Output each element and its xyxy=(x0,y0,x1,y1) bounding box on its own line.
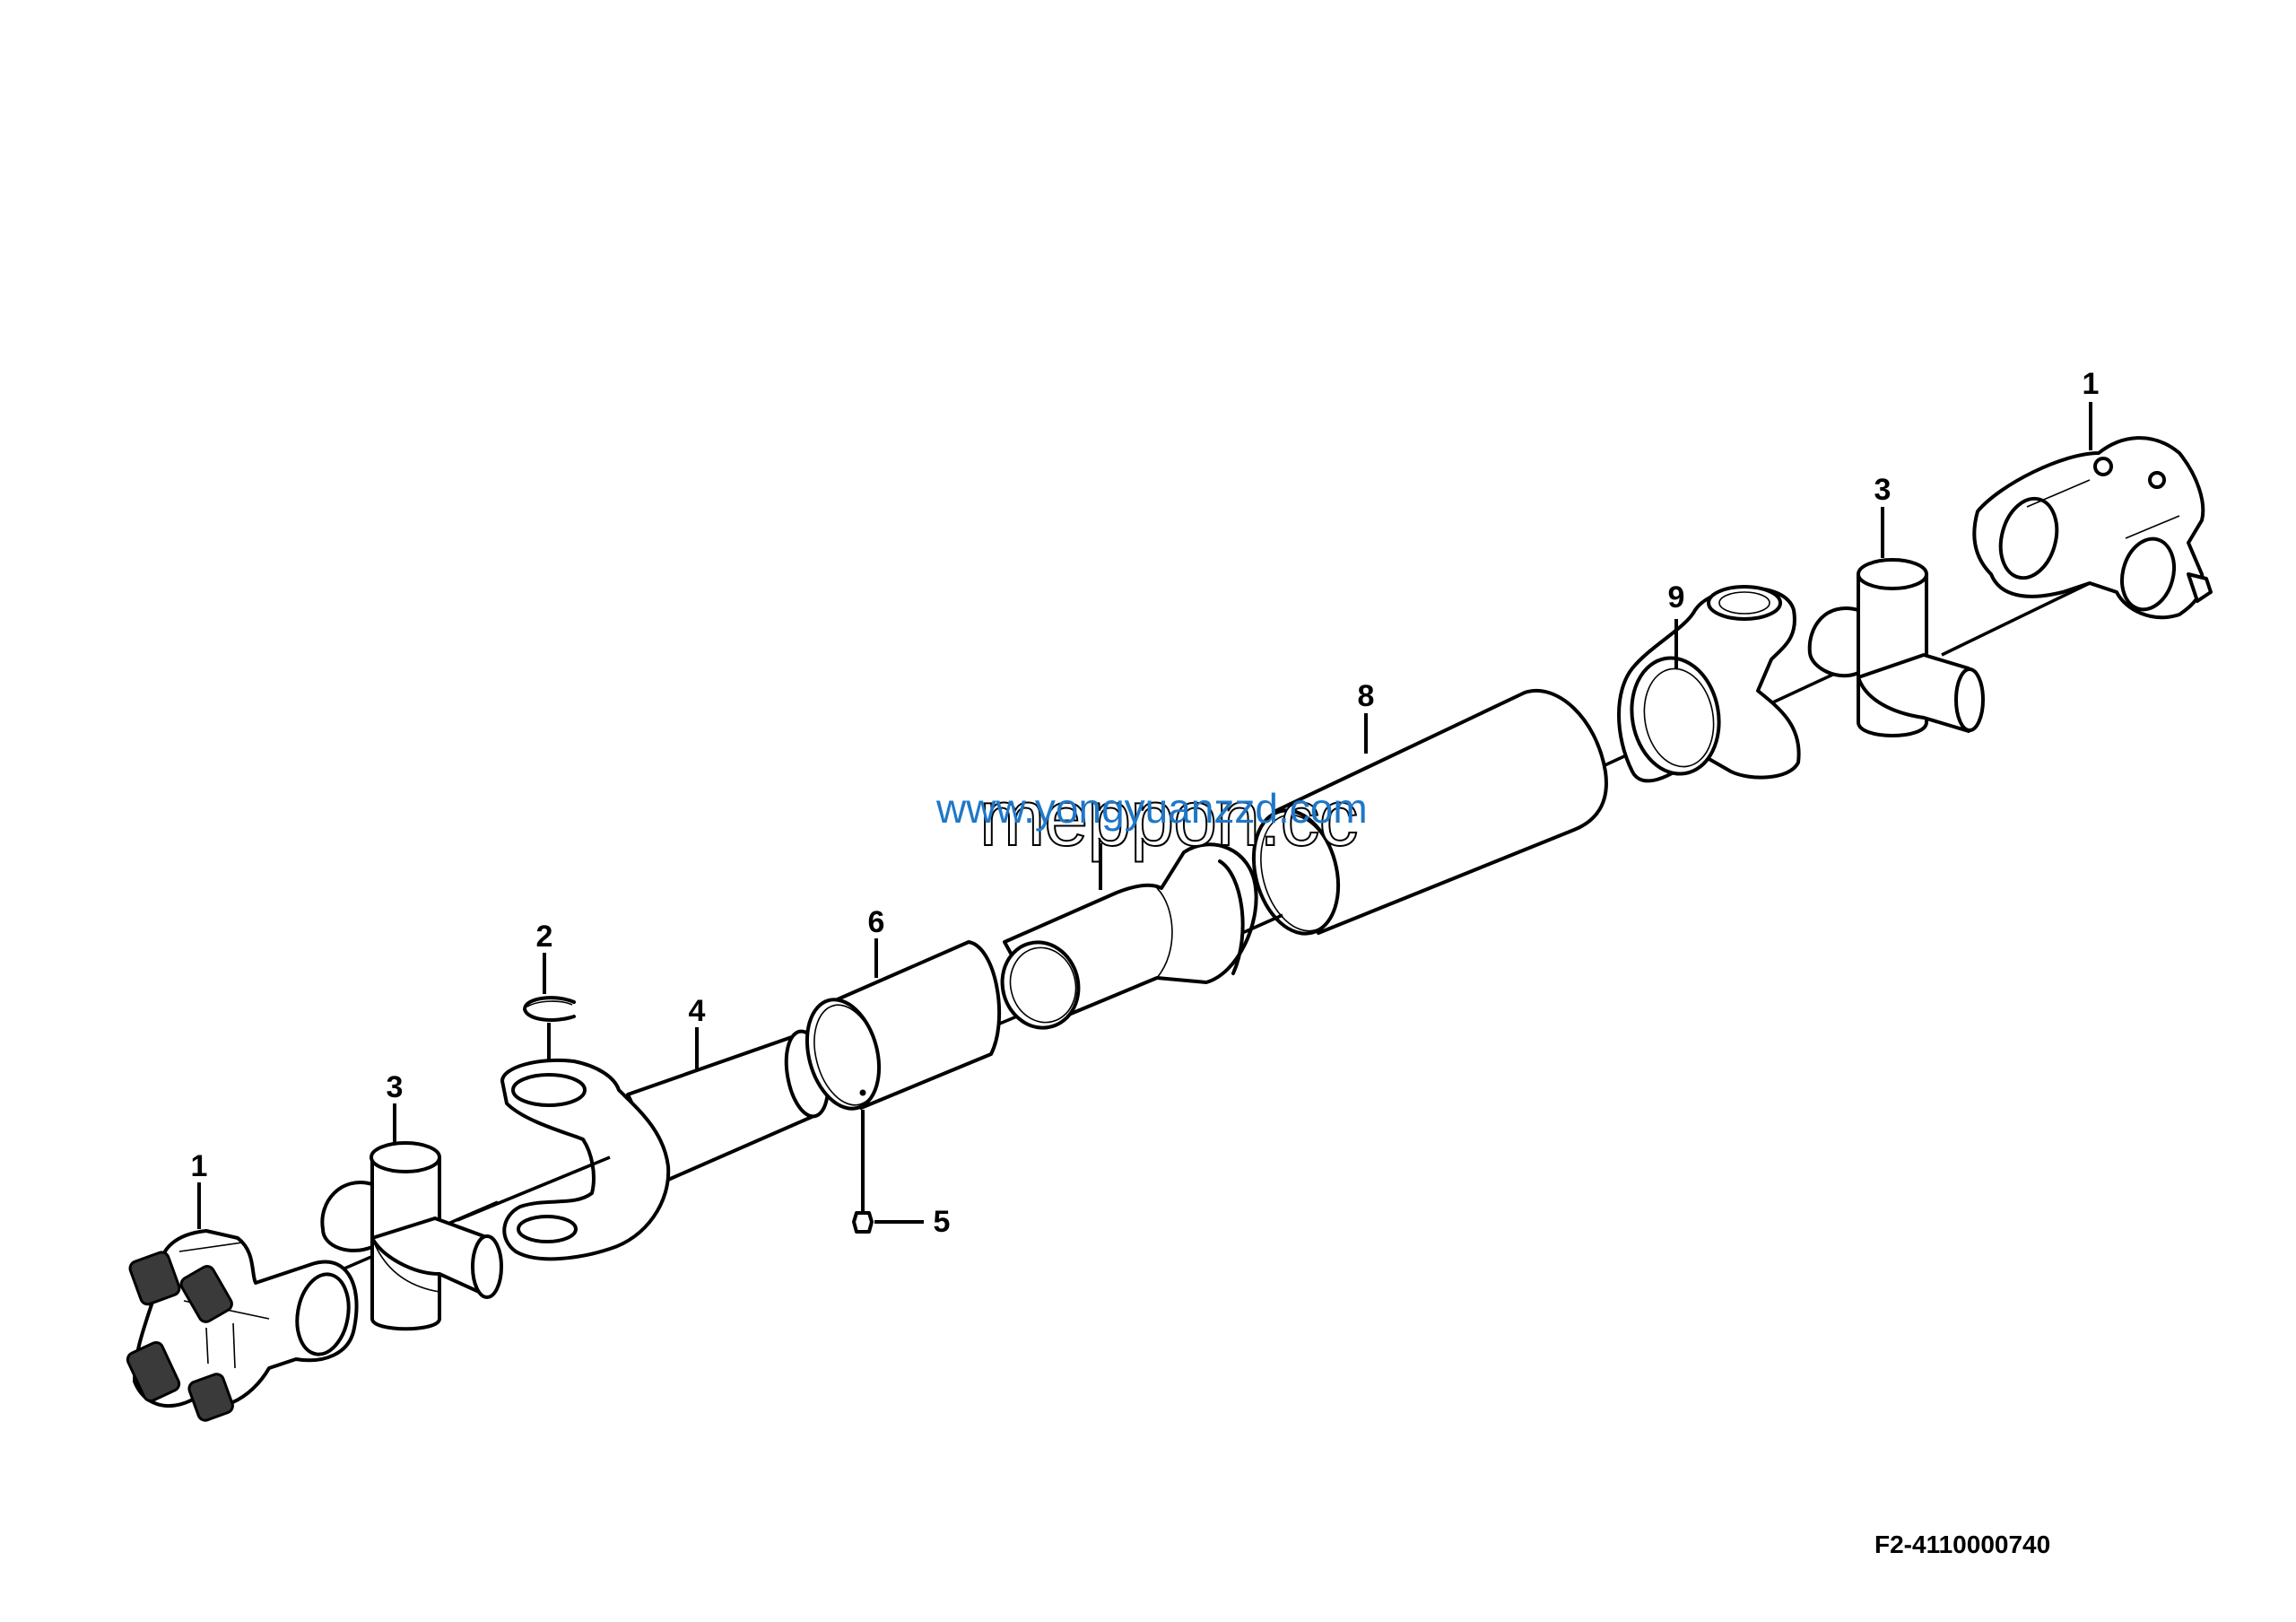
leader-lines-left xyxy=(197,938,878,1229)
grease-fitting xyxy=(852,1110,924,1234)
callout-3-right: 3 xyxy=(1874,473,1892,507)
stub-shaft xyxy=(1000,842,1258,1030)
callout-1-right: 1 xyxy=(2082,367,2100,401)
figure-id: F2-4110000740 xyxy=(1874,1530,2051,1558)
watermark-outline-text: meppon.cc xyxy=(978,773,1359,862)
cross-spider-right xyxy=(1807,507,1985,737)
callout-2: 2 xyxy=(535,920,553,954)
callout-4: 4 xyxy=(688,994,706,1028)
callout-9: 9 xyxy=(1667,580,1685,615)
tube-yoke-right xyxy=(1617,585,1801,783)
cross-spider-left xyxy=(320,1141,503,1331)
callout-8: 8 xyxy=(1357,679,1375,713)
callout-1-left: 1 xyxy=(190,1149,208,1183)
flange-yoke-right xyxy=(1972,402,2213,620)
callout-3-left: 3 xyxy=(386,1070,404,1104)
callout-5: 5 xyxy=(933,1205,951,1239)
shaft-tube xyxy=(1241,689,1608,936)
slip-sleeve xyxy=(804,940,1002,1111)
flange-yoke-left xyxy=(126,1229,359,1422)
watermark-url-text: www.yongyuanzzd.com xyxy=(936,785,1368,832)
callout-6: 6 xyxy=(867,905,885,939)
tube-yoke-shaft xyxy=(457,1029,831,1261)
